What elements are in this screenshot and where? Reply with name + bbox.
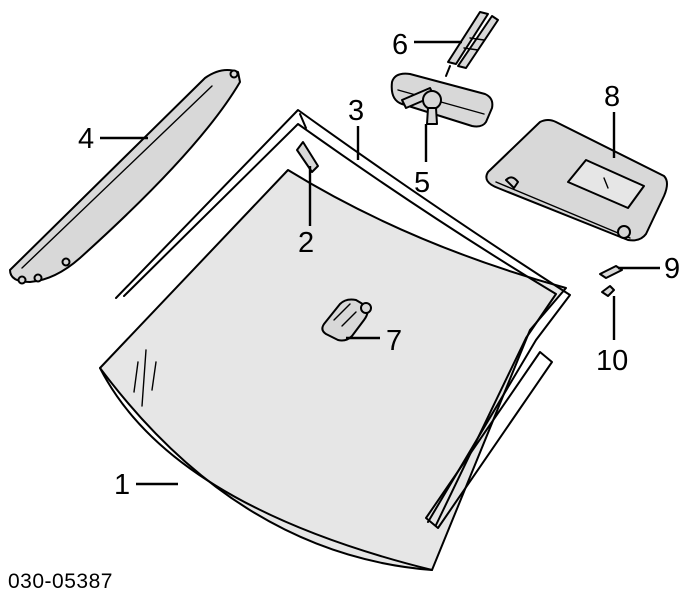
side-molding-clip <box>296 141 319 173</box>
a-pillar-trim <box>9 69 241 285</box>
callout-5: 5 <box>414 167 430 199</box>
lower-right-molding <box>425 351 553 529</box>
windshield-glass <box>99 169 567 571</box>
sun-visor <box>485 119 668 242</box>
rain-sensor-bracket <box>321 298 372 342</box>
callout-6: 6 <box>392 29 408 61</box>
callout-10: 10 <box>596 345 628 377</box>
callout-9: 9 <box>664 253 680 285</box>
visor-holder <box>601 285 615 297</box>
callout-3: 3 <box>348 95 364 127</box>
windshield-molding <box>115 109 571 526</box>
callout-8: 8 <box>604 81 620 113</box>
visor-clip <box>599 265 623 279</box>
diagram-code: 030-05387 <box>8 570 113 593</box>
rearview-mirror <box>390 72 494 128</box>
callout-2: 2 <box>298 227 314 259</box>
callout-1: 1 <box>114 469 130 501</box>
callout-4: 4 <box>78 123 94 155</box>
callout-7: 7 <box>386 325 402 357</box>
mirror-bracket <box>445 11 499 77</box>
